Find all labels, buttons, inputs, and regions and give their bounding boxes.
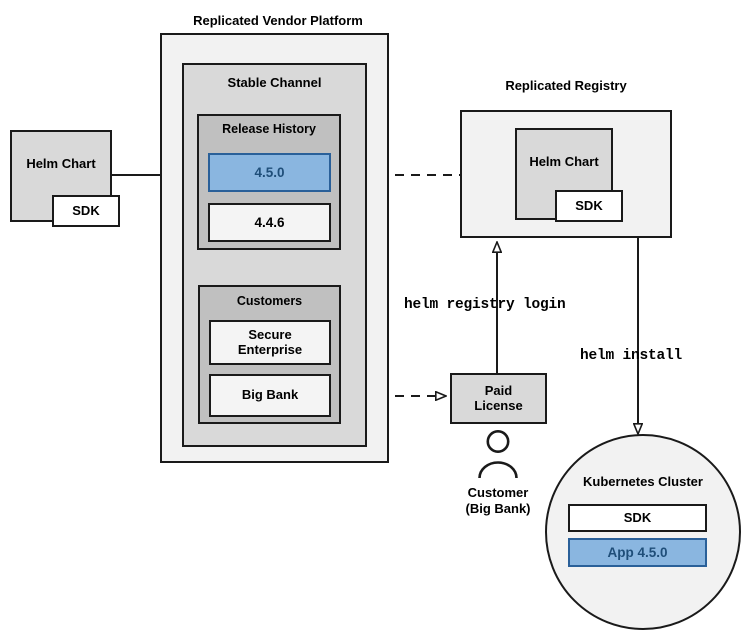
release-item-4-5-0[interactable]: 4.5.0 <box>208 153 331 192</box>
paid-license-label: Paid License <box>474 382 523 413</box>
paid-license-box[interactable]: Paid License <box>450 373 547 424</box>
registry-helm-chart-sdk[interactable]: SDK <box>555 190 623 222</box>
source-helm-chart-sdk[interactable]: SDK <box>52 195 120 227</box>
cluster-component-app[interactable]: App 4.5.0 <box>568 538 707 567</box>
customer-big-bank[interactable]: Big Bank <box>209 374 331 417</box>
customer-secure-enterprise[interactable]: Secure Enterprise <box>209 320 331 365</box>
kubernetes-cluster-label: Kubernetes Cluster <box>583 474 703 489</box>
vendor-platform-title: Replicated Vendor Platform <box>193 13 363 28</box>
customers-label: Customers <box>236 294 303 308</box>
command-helm-install: helm install <box>580 348 683 364</box>
customer-actor-caption: Customer (Big Bank) <box>428 485 568 516</box>
release-history-label: Release History <box>222 122 316 136</box>
customer-big-bank-label: Big Bank <box>241 387 299 403</box>
command-helm-registry-login: helm registry login <box>404 297 566 313</box>
customer-secure-enterprise-label: Secure Enterprise <box>237 326 303 357</box>
registry-title: Replicated Registry <box>505 78 627 93</box>
kubernetes-cluster-circle <box>545 434 741 630</box>
customer-actor-line2: (Big Bank) <box>465 500 531 516</box>
registry-helm-chart-label: Helm Chart <box>529 153 599 169</box>
customer-actor-line1: Customer <box>467 485 529 500</box>
release-item-4-4-6[interactable]: 4.4.6 <box>208 203 331 242</box>
stable-channel-label: Stable Channel <box>227 75 322 90</box>
cluster-component-sdk[interactable]: SDK <box>568 504 707 532</box>
source-helm-chart-label: Helm Chart <box>26 155 96 171</box>
person-icon <box>478 430 518 479</box>
